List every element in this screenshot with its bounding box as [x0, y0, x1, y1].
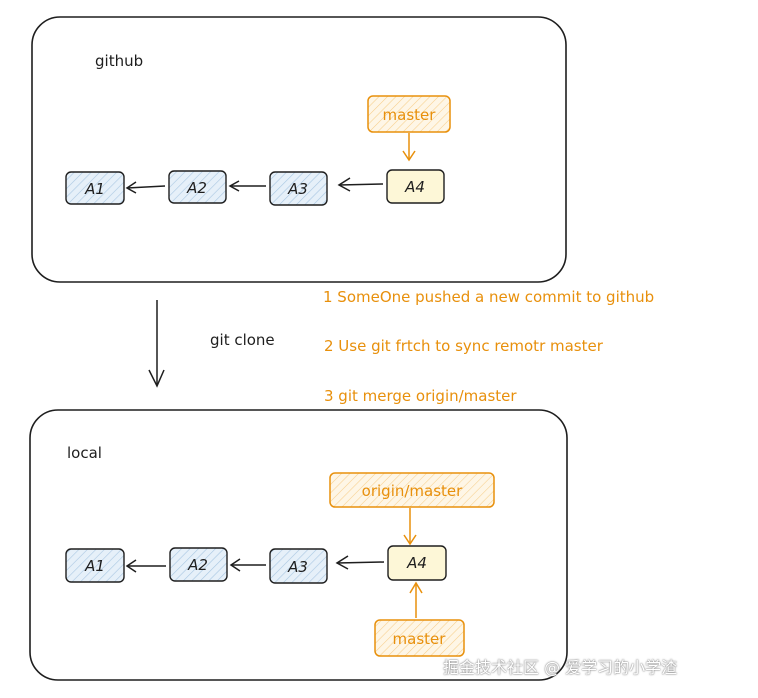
commit-label: A2: [187, 556, 208, 574]
commit-box-head: [386, 169, 445, 204]
local-commit-a3: A3: [269, 548, 328, 584]
remote-panel-label: github: [95, 52, 143, 70]
steps-notes: 1 SomeOne pushed a new commit to github …: [323, 288, 654, 405]
origin-master-box: [329, 472, 495, 508]
remote-commit-a3: A3: [269, 171, 328, 206]
arrow-left-icon: [335, 555, 385, 570]
remote-commit-a4: A4: [386, 169, 445, 204]
local-panel: local: [29, 409, 568, 681]
arrow-left-icon: [125, 181, 166, 194]
arrow-left-icon: [337, 177, 384, 192]
commit-box: [269, 548, 328, 584]
commit-label: A2: [186, 179, 207, 197]
remote-commit-a2: A2: [168, 170, 227, 204]
arrow-up-icon: [409, 581, 423, 594]
watermark: 掘金技术社区 @ 爱学习的小学渣: [443, 658, 678, 677]
commit-label: A4: [406, 554, 427, 572]
commit-box: [65, 548, 125, 583]
remote-panel-frame: [31, 16, 567, 283]
arrow-left-icon: [229, 558, 266, 572]
arrow-down-icon: [402, 150, 416, 162]
commit-label: A3: [287, 180, 308, 198]
local-master-label: master: [393, 630, 447, 648]
local-commit-a2: A2: [169, 547, 228, 582]
commit-box: [168, 170, 227, 204]
clone-label: git clone: [210, 331, 275, 349]
note-step-1: 1 SomeOne pushed a new commit to github: [323, 288, 654, 306]
commit-label: A1: [84, 180, 105, 198]
clone-arrow: git clone: [148, 300, 275, 388]
local-panel-frame: [29, 409, 568, 681]
commit-label: A4: [404, 178, 425, 196]
commit-box: [65, 171, 125, 205]
local-panel-label: local: [67, 444, 102, 462]
commit-box: [169, 547, 228, 582]
local-master-pointer: master: [374, 581, 465, 657]
commit-box-head: [387, 545, 447, 581]
remote-master-pointer: master: [367, 95, 451, 162]
origin-master-label: origin/master: [362, 482, 463, 500]
local-master-box: [374, 619, 465, 657]
remote-panel: github: [31, 16, 567, 283]
remote-master-box: [367, 95, 451, 133]
local-origin-master-pointer: origin/master: [329, 472, 495, 546]
note-step-3: 3 git merge origin/master: [324, 387, 517, 405]
arrow-down-icon: [403, 534, 417, 546]
commit-box: [269, 171, 328, 206]
remote-master-label: master: [383, 106, 437, 124]
arrow-down-icon: [148, 369, 165, 388]
note-step-2: 2 Use git frtch to sync remotr master: [324, 337, 604, 355]
local-commit-chain: A1 A2 A3 A4: [65, 545, 447, 584]
remote-commit-a1: A1: [65, 171, 125, 205]
commit-label: A1: [84, 557, 105, 575]
remote-commit-chain: A1 A2 A3 A4: [65, 169, 445, 206]
commit-label: A3: [287, 558, 308, 576]
arrow-left-icon: [228, 180, 266, 192]
local-commit-a1: A1: [65, 548, 125, 583]
arrow-left-icon: [125, 559, 166, 573]
local-commit-a4: A4: [387, 545, 447, 581]
